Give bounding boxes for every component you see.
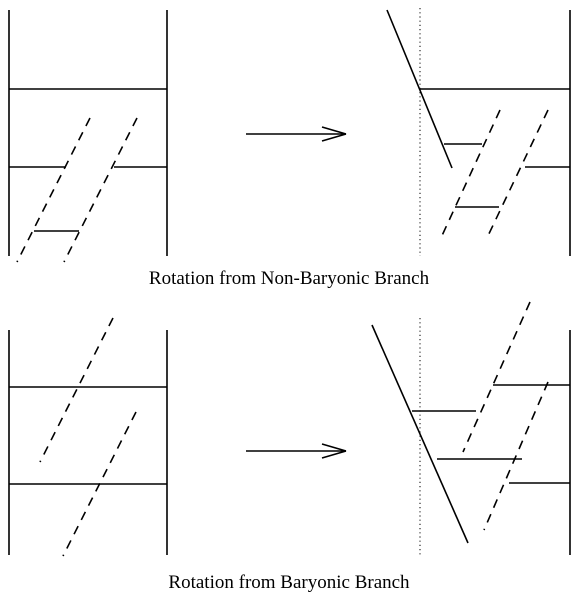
bottom-left-dashed-line-2 [62, 411, 137, 557]
top-left-ladder [8, 10, 168, 263]
caption-non-baryonic: Rotation from Non-Baryonic Branch [148, 268, 430, 289]
top-right-ladder [386, 8, 571, 256]
top-arrow-head-lower [321, 133, 347, 142]
bottom-right-ladder [371, 301, 571, 556]
top-left-dashed-line-2 [63, 117, 138, 263]
bottom-right-tilted-rail [371, 324, 469, 544]
caption-baryonic: Rotation from Baryonic Branch [168, 572, 410, 593]
bottom-arrow-head-lower [321, 450, 347, 459]
top-arrow-head-upper [321, 126, 347, 135]
bottom-right-dashed-line-1 [462, 301, 531, 453]
top-right-dashed-line-2 [485, 109, 549, 241]
top-right-dashed-line-1 [439, 109, 501, 241]
bottom-right-dashed-line-2 [483, 381, 549, 531]
bottom-arrow-head-upper [321, 443, 347, 452]
top-left-dashed-line-1 [16, 117, 91, 263]
bottom-left-ladder [8, 317, 168, 557]
bottom-left-dashed-line-1 [39, 317, 114, 463]
